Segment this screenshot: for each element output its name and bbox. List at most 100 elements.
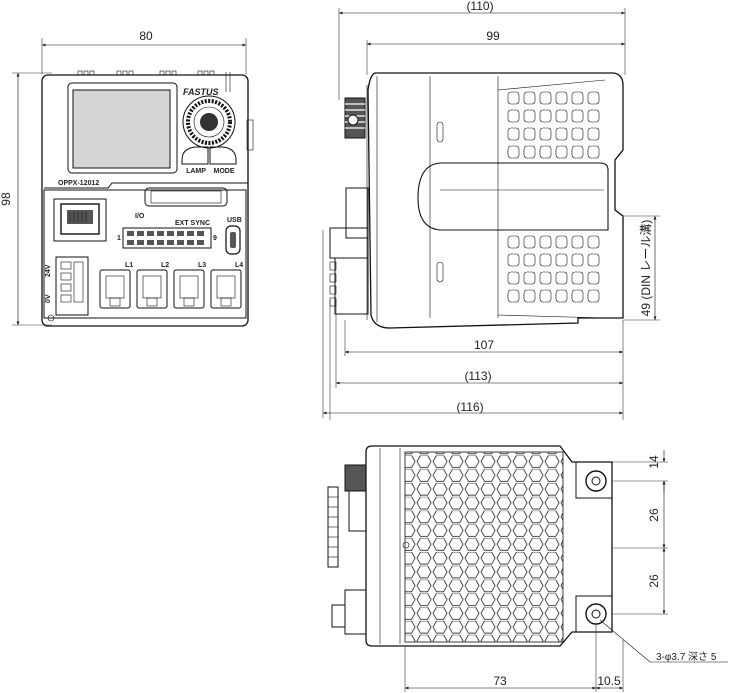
ethernet-port[interactable] <box>53 198 107 242</box>
lamp-button[interactable] <box>181 146 209 165</box>
vent-slot <box>507 289 520 303</box>
bottom-mark <box>402 541 410 549</box>
vent-slot <box>571 235 584 249</box>
dim-110: (110) <box>466 0 493 13</box>
vent-slot <box>539 91 552 105</box>
power-terminal[interactable] <box>55 256 89 316</box>
vent-slot <box>555 145 568 159</box>
vent-slot <box>523 145 536 159</box>
brand-logo: FASTUS <box>183 87 219 97</box>
vent-slot <box>571 253 584 267</box>
bottom-dial <box>344 464 367 492</box>
dial-knob <box>193 106 225 138</box>
pin9-label: 9 <box>213 235 217 242</box>
mode-label: MODE <box>214 168 235 175</box>
dim-26-lower: 26 <box>647 574 661 588</box>
vent-slot <box>555 109 568 123</box>
vent-slot <box>539 145 552 159</box>
l3-label: L3 <box>198 262 206 269</box>
side-slot-top <box>436 121 444 143</box>
vent-slot <box>523 109 536 123</box>
dim-26-upper: 26 <box>647 508 661 522</box>
power-terminal-slots <box>60 261 84 303</box>
ext-sync-label: EXT SYNC <box>175 220 210 227</box>
vent-slot <box>555 235 568 249</box>
vent-slot <box>507 253 520 267</box>
l2-label: L2 <box>161 262 169 269</box>
dim-107: 107 <box>474 338 494 352</box>
label-24v: 24V <box>45 264 52 277</box>
side-connector-lower <box>334 257 369 315</box>
vent-slot <box>507 271 520 285</box>
vent-slot <box>555 289 568 303</box>
vent-slot <box>587 91 600 105</box>
mount-hole <box>47 314 55 322</box>
top-vents <box>77 70 215 76</box>
label-0v: 0V <box>45 294 52 303</box>
model-label: OPPX-12012 <box>58 180 99 187</box>
vent-slot <box>507 235 520 249</box>
vent-slot <box>539 253 552 267</box>
vent-slot <box>587 235 600 249</box>
vent-slot <box>587 271 600 285</box>
vent-slot <box>539 235 552 249</box>
dim-113: (113) <box>464 369 491 383</box>
vent-slot <box>507 127 520 141</box>
l2-connector[interactable] <box>136 269 168 309</box>
front-width-dimension: 80 <box>139 29 153 43</box>
vent-slot <box>587 253 600 267</box>
vent-slot <box>523 253 536 267</box>
io-connector[interactable] <box>144 187 228 207</box>
pin1-label: 1 <box>117 235 121 242</box>
lower-panel <box>43 189 247 319</box>
bottom-hex-vents <box>404 451 564 643</box>
vent-slot <box>571 127 584 141</box>
l4-label: L4 <box>235 262 243 269</box>
vent-slot <box>539 289 552 303</box>
io-label: I/O <box>135 213 145 220</box>
vent-slot <box>571 289 584 303</box>
front-view: 80 98 FASTUS LAMP MODE <box>0 29 254 327</box>
front-height-dimension: 98 <box>0 192 13 206</box>
vent-slot <box>587 127 600 141</box>
bottom-view: 14 26 26 3-φ3.7 深さ 5 73 10.5 <box>327 445 728 692</box>
dim-99: 99 <box>486 29 500 43</box>
vent-slot <box>555 253 568 267</box>
vent-slot <box>507 109 520 123</box>
dial-knurl <box>186 99 232 145</box>
ext-sync-connector[interactable] <box>122 227 212 249</box>
l3-connector[interactable] <box>173 269 205 309</box>
vent-slot <box>523 91 536 105</box>
ext-sync-pins <box>127 231 204 245</box>
dim-116: (116) <box>456 400 483 414</box>
vent-slot <box>571 109 584 123</box>
side-latch <box>246 119 254 151</box>
vent-slot <box>587 289 600 303</box>
vent-slot <box>571 271 584 285</box>
l1-connector[interactable] <box>99 269 131 309</box>
side-connector-mid <box>329 227 369 259</box>
dial-center <box>200 113 218 131</box>
l1-label: L1 <box>125 262 133 269</box>
vent-slot <box>555 91 568 105</box>
dial-outer-ring[interactable] <box>182 95 236 149</box>
usb-label: USB <box>227 217 242 224</box>
vent-slot <box>539 271 552 285</box>
l4-connector[interactable] <box>210 269 242 309</box>
vent-slot <box>571 91 584 105</box>
mount-hole-bottom <box>575 595 613 633</box>
lamp-label: LAMP <box>186 168 206 175</box>
mount-hole-top <box>575 461 613 499</box>
vent-slot <box>523 235 536 249</box>
hole-note: 3-φ3.7 深さ 5 <box>656 651 717 663</box>
vent-slot <box>523 271 536 285</box>
vent-slot <box>507 91 520 105</box>
vent-slot <box>555 127 568 141</box>
vent-slot <box>507 145 520 159</box>
side-slot-bottom <box>436 261 444 283</box>
usb-port[interactable] <box>225 225 241 255</box>
lcd-screen <box>72 89 171 169</box>
mode-button[interactable] <box>209 146 237 165</box>
vent-slot <box>539 127 552 141</box>
